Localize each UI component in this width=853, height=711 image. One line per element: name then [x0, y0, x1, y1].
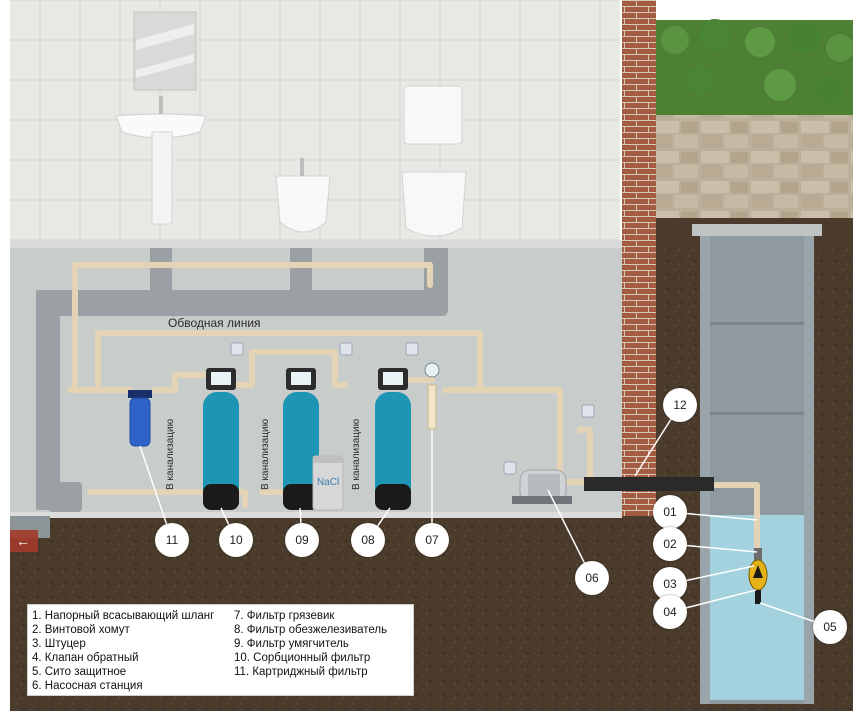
drain-exit: [10, 530, 38, 552]
suction-assembly: [748, 548, 768, 604]
bypass-label: Обводная линия: [168, 316, 261, 330]
mud-filter-07: [424, 362, 440, 430]
legend-item: 2. Винтовой хомут: [32, 624, 130, 636]
legend-item: 11. Картриджный фильтр: [234, 666, 368, 678]
callout-11: 11: [155, 523, 189, 557]
callout-06: 06: [575, 561, 609, 595]
callout-02: 02: [653, 527, 687, 561]
legend: 1. Напорный всасывающий шланг 2. Винтово…: [27, 604, 414, 696]
drain-label-2: В канализацию: [260, 418, 271, 490]
well: [692, 224, 822, 704]
drain-label-3: В канализацию: [351, 418, 362, 490]
softener-filter-09: [283, 368, 319, 510]
callout-07: 07: [415, 523, 449, 557]
mirror: [133, 11, 197, 91]
cartridge-filter-11: [128, 390, 152, 447]
callout-04: 04: [653, 595, 687, 629]
legend-item: 8. Фильтр обезжелезиватель: [234, 624, 388, 636]
stone-wall: [655, 115, 853, 220]
sorption-filter-10: [203, 368, 239, 510]
legend-item: 1. Напорный всасывающий шланг: [32, 610, 215, 622]
sockets: [230, 342, 595, 475]
callout-10: 10: [219, 523, 253, 557]
bidet: [275, 158, 331, 233]
drain-label-1: В канализацию: [165, 418, 176, 490]
legend-right-column: 7. Фильтр грязевик 8. Фильтр обезжелезив…: [234, 609, 387, 679]
legend-left-column: 1. Напорный всасывающий шланг 2. Винтово…: [32, 609, 214, 693]
drain-arrow-icon: ←: [16, 533, 30, 549]
outlet-pipe: [584, 477, 714, 491]
salt-label: NaCl: [317, 477, 339, 488]
legend-item: 10. Сорбционный фильтр: [234, 652, 371, 664]
basement-floor: [10, 512, 622, 518]
legend-item: 3. Штуцер: [32, 638, 86, 650]
callout-09: 09: [285, 523, 319, 557]
legend-item: 7. Фильтр грязевик: [234, 610, 335, 622]
legend-item: 5. Сито защитное: [32, 666, 127, 678]
toilet: [401, 85, 467, 237]
callout-08: 08: [351, 523, 385, 557]
salt-tank: [312, 455, 344, 511]
brick-wall: [622, 0, 656, 516]
callout-12: 12: [663, 388, 697, 422]
pump-station-06: [512, 469, 572, 504]
iron-removal-filter-08: [375, 368, 411, 510]
legend-item: 6. Насосная станция: [32, 680, 143, 692]
legend-item: 4. Клапан обратный: [32, 652, 139, 664]
callout-01: 01: [653, 495, 687, 529]
callout-05: 05: [813, 610, 847, 644]
legend-item: 9. Фильтр умягчитель: [234, 638, 349, 650]
sink: [115, 96, 207, 225]
